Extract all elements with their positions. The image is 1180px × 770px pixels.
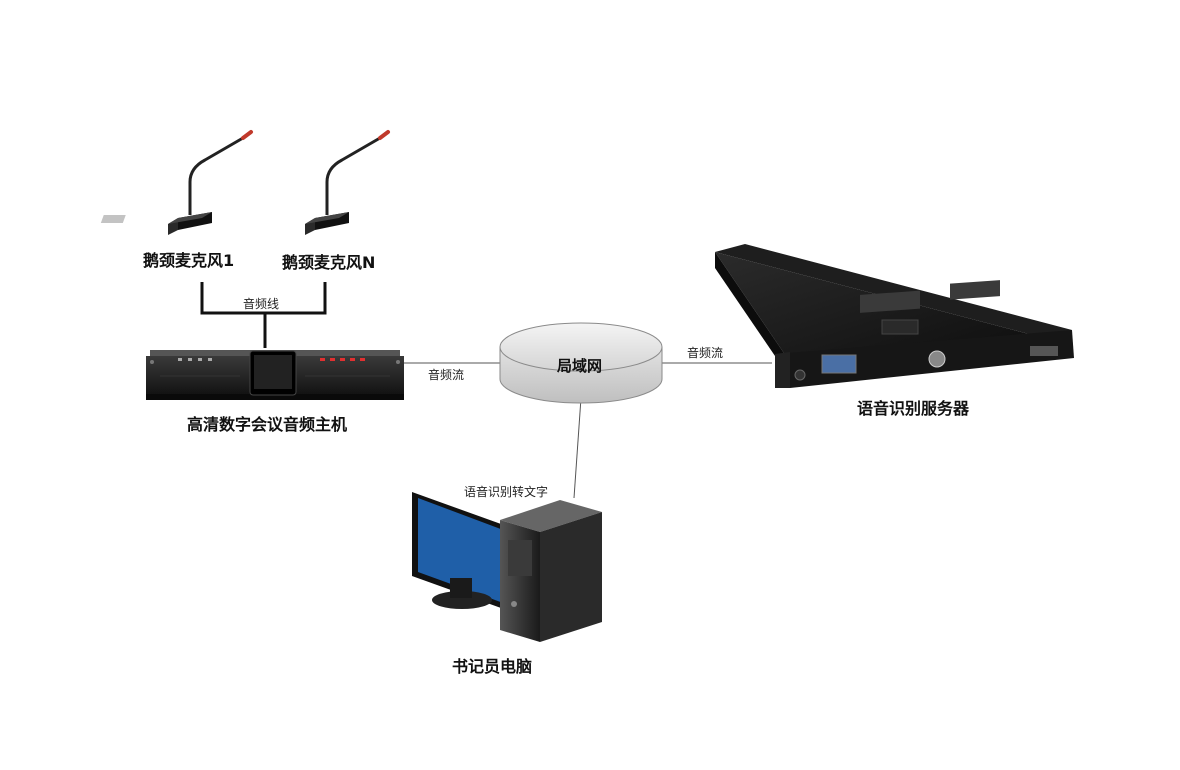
gooseneck-mic-n-icon	[305, 130, 390, 235]
lan-cylinder-icon	[499, 322, 663, 404]
server-label: 语音识别服务器	[857, 399, 970, 418]
rack-server-icon	[715, 244, 1074, 388]
mic1-label: 鹅颈麦克风1	[143, 251, 234, 270]
audio-stream-left-label: 音频流	[428, 367, 464, 382]
speech-to-text-label: 语音识别转文字	[464, 484, 548, 499]
connector-lines	[200, 282, 327, 348]
lan-label: 局域网	[556, 357, 602, 375]
lan-to-pc-line	[573, 397, 582, 499]
clerk-pc-icon	[412, 492, 602, 642]
gooseneck-mic-1-icon	[100, 130, 253, 235]
network-lines	[402, 362, 772, 499]
audio-stream-right-label: 音频流	[687, 345, 723, 360]
audio-host-device-icon	[146, 350, 404, 400]
audio-line-label: 音频线	[243, 296, 279, 311]
pc-label: 书记员电脑	[452, 657, 532, 676]
micN-label: 鹅颈麦克风N	[282, 253, 375, 272]
host-label: 高清数字会议音频主机	[187, 415, 347, 434]
